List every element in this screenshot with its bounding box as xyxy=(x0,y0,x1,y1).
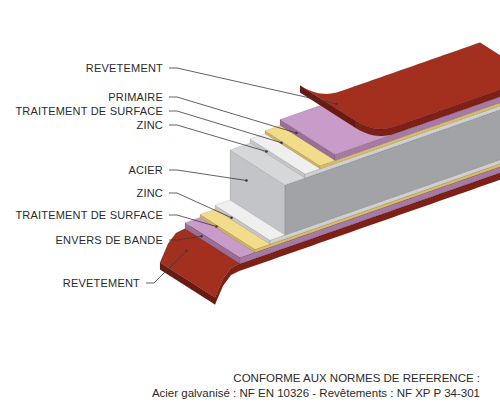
layer-label: ACIER xyxy=(128,163,163,177)
layer-label: TRAITEMENT DE SURFACE xyxy=(15,104,163,118)
leader-dot xyxy=(215,225,218,228)
leader-dot xyxy=(295,132,298,135)
layer-label: PRIMAIRE xyxy=(108,90,163,104)
layer-label: ENVERS DE BANDE xyxy=(55,233,163,247)
leader-dot xyxy=(335,103,338,106)
norms-heading: CONFORME AUX NORMES DE REFERENCE : xyxy=(233,371,480,385)
layer-label: REVETEMENT xyxy=(86,61,163,75)
norms-caption: Acier galvanisé : NF EN 10326 - Revêteme… xyxy=(152,386,480,400)
leader-dot xyxy=(265,150,268,153)
leader-dot xyxy=(185,249,188,252)
coating-layer xyxy=(300,43,500,136)
leader-dot xyxy=(230,216,233,219)
leader-line xyxy=(169,111,282,143)
leader-dot xyxy=(280,141,283,144)
leader-line xyxy=(169,68,337,104)
leader-lines xyxy=(146,68,337,283)
leader-dots xyxy=(185,103,338,252)
layer-label: REVETEMENT xyxy=(63,276,140,290)
leader-line xyxy=(169,236,202,240)
layer-label: ZINC xyxy=(137,118,163,132)
leader-dot xyxy=(200,235,203,238)
layer-label: TRAITEMENT DE SURFACE xyxy=(15,208,163,222)
leader-line xyxy=(169,193,232,218)
leader-line xyxy=(169,125,267,152)
top-face xyxy=(300,43,500,129)
leader-line xyxy=(169,215,217,227)
leader-line xyxy=(146,251,187,283)
leader-line xyxy=(169,170,247,181)
leader-dot xyxy=(245,179,248,182)
layer-label: ZINC xyxy=(137,186,163,200)
